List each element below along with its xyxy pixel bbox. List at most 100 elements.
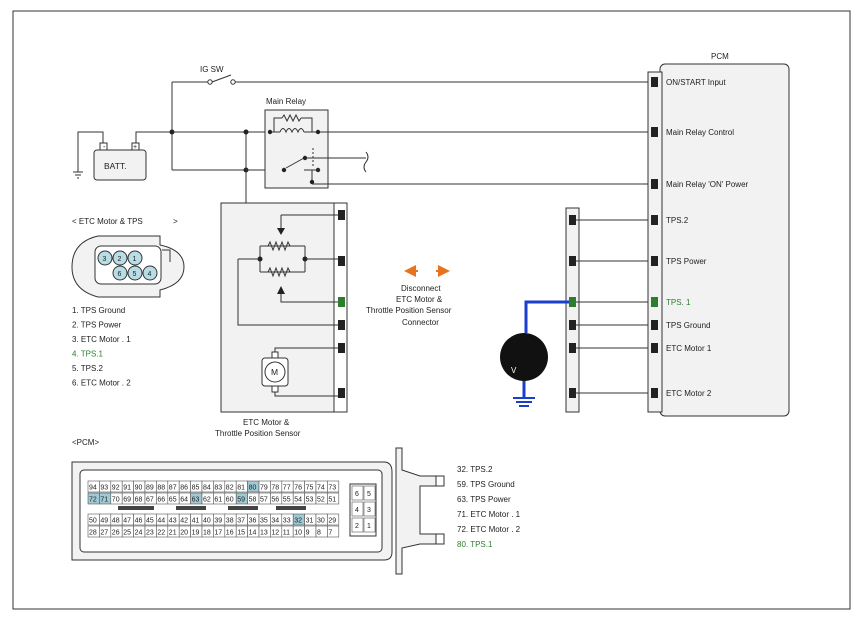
pcm-connector-pin-number: 16 — [226, 530, 234, 537]
pcm-connector-pin-number: 40 — [203, 518, 211, 525]
pcm-connector-pin-number: 48 — [112, 518, 120, 525]
etc-pin-list-item: 2. TPS Power — [72, 321, 122, 330]
pcm-connector-pin-number: 11 — [283, 530, 290, 537]
voltmeter: V — [500, 300, 569, 407]
svg-text:>: > — [173, 217, 178, 226]
pcm-connector-pin-number: 22 — [157, 530, 165, 537]
pcm-connector-pin-number: 46 — [135, 518, 143, 525]
etc-connector-pin-number: 6 — [118, 271, 122, 278]
pcm-pin-list-item: 63. TPS Power — [457, 495, 511, 504]
pcm-connector-pin-number: 23 — [146, 530, 154, 537]
pcm-connector-pin-number: 17 — [214, 530, 222, 537]
pcm-connector-pin-number: 49 — [100, 518, 108, 525]
pcm-connector-pin-number: 88 — [157, 485, 165, 492]
pcm-connector-pin-number: 78 — [271, 485, 279, 492]
svg-text:Disconnect: Disconnect — [401, 284, 441, 293]
etc-sensor-block: M ETC Motor & Throttle Position Sensor — [215, 202, 348, 438]
pcm-pin-label: Main Relay Control — [666, 128, 734, 137]
pcm-connector-pin-number: 76 — [294, 485, 302, 492]
pcm-connector-pin-number: 21 — [169, 530, 177, 537]
pcm-pin-terminal — [651, 256, 658, 266]
main-relay: Main Relay — [264, 97, 329, 189]
etc-connector-pin-number: 2 — [118, 256, 122, 263]
pcm-pin-label: TPS Ground — [666, 321, 710, 330]
pcm-connector-pin-number: 64 — [180, 497, 188, 504]
pcm-connector-pin-number: 53 — [306, 497, 314, 504]
pcm-pin-list-item: 80. TPS.1 — [457, 540, 493, 549]
pcm-connector-title: <PCM> — [72, 438, 99, 447]
etc-connector-pin — [127, 265, 143, 281]
etc-pin-list-item: 5. TPS.2 — [72, 364, 104, 373]
pcm-pin-terminal — [651, 215, 658, 225]
pcm-connector-pin-number: 54 — [294, 497, 302, 504]
pcm-connector-pin-number: 84 — [203, 485, 211, 492]
pcm-connector-pin-number: 94 — [89, 485, 97, 492]
pcm-pin-label: Main Relay 'ON' Power — [666, 180, 749, 189]
pcm-connector-pin-number: 34 — [271, 518, 279, 525]
pcm-connector-pin-number: 62 — [203, 497, 211, 504]
pcm-connector-pin-number: 18 — [203, 530, 211, 537]
pcm-pin-terminal — [651, 297, 658, 307]
pcm-connector-pin-number: 90 — [135, 485, 143, 492]
pcm-connector-pin-number: 61 — [214, 497, 222, 504]
etc-pin-list-item: 1. TPS Ground — [72, 306, 125, 315]
pcm-connector-pin-number: 63 — [192, 497, 200, 504]
pcm-connector-pin-number: 68 — [135, 497, 143, 504]
voltmeter-symbol: V — [511, 366, 517, 375]
pcm-connector-pin-number: 58 — [249, 497, 257, 504]
pcm-connector-pin-number: 85 — [192, 485, 200, 492]
svg-text:-: - — [103, 144, 106, 151]
pcm-connector-pin-number: 69 — [123, 497, 131, 504]
pcm-pin-label: TPS.2 — [666, 216, 689, 225]
pcm-connector-pin-number: 67 — [146, 497, 154, 504]
battery: - + BATT. — [93, 142, 147, 181]
pcm-connector-pin-number: 24 — [135, 530, 143, 537]
pcm-connector-pin-number: 19 — [192, 530, 200, 537]
pcm-small-pin-number: 4 — [355, 507, 359, 514]
pcm-connector-pin-number: 45 — [146, 518, 154, 525]
pcm-pin-terminal — [651, 343, 658, 353]
pcm-pin-label: ETC Motor 1 — [666, 344, 712, 353]
pcm-pin-terminal — [651, 179, 658, 189]
pcm-connector-pin-number: 59 — [237, 497, 245, 504]
pcm-connector-pin-number: 92 — [112, 485, 120, 492]
etc-connector-pin-number: 1 — [133, 256, 137, 263]
pcm-pin-terminal — [651, 127, 658, 137]
svg-text:+: + — [133, 144, 137, 151]
pcm-pin-list-item: 72. ETC Motor . 2 — [457, 525, 521, 534]
etc-connector-pin — [142, 265, 158, 281]
etc-pin-list-item: 6. ETC Motor . 2 — [72, 379, 131, 388]
pcm-pin-label: TPS Power — [666, 257, 707, 266]
power-circuit: - + BATT. IG SW Main Relay — [73, 65, 652, 218]
pcm-connector-pin-number: 77 — [283, 485, 291, 492]
pcm-connector-cell — [327, 513, 340, 526]
etc-connector-pin-number: 5 — [133, 271, 137, 278]
pcm-connector-pin-number: 83 — [214, 485, 222, 492]
disconnect-indicator: Disconnect ETC Motor & Throttle Position… — [366, 265, 452, 327]
pcm-connector-pin-number: 30 — [317, 518, 325, 525]
pcm-connector-pin-number: 13 — [260, 530, 268, 537]
pcm-pin-list-item: 59. TPS Ground — [457, 480, 515, 489]
pcm-small-cell — [351, 485, 364, 501]
etc-connector-pin-number: 3 — [103, 256, 107, 263]
pcm-pin-label: TPS. 1 — [666, 298, 691, 307]
etc-connector-pin-number: 4 — [148, 271, 152, 278]
pcm-pin-label: ON/START Input — [666, 78, 726, 87]
pcm-connector-pin-number: 79 — [260, 485, 268, 492]
pcm-connector-pin-number: 44 — [157, 518, 165, 525]
pcm-connector-pin-number: 56 — [271, 497, 279, 504]
pcm-small-cell — [363, 517, 376, 533]
pcm-connector-pin-number: 20 — [180, 530, 188, 537]
pcm-pin-label: ETC Motor 2 — [666, 389, 712, 398]
pcm-connector-pin-number: 81 — [237, 485, 245, 492]
pcm-connector-pin-number: 47 — [123, 518, 131, 525]
pcm-pin-list-item: 32. TPS.2 — [457, 465, 493, 474]
pcm-connector-pin-number: 39 — [214, 518, 222, 525]
pcm-small-cell — [351, 517, 364, 533]
pcm-connector-pin-number: 42 — [180, 518, 188, 525]
